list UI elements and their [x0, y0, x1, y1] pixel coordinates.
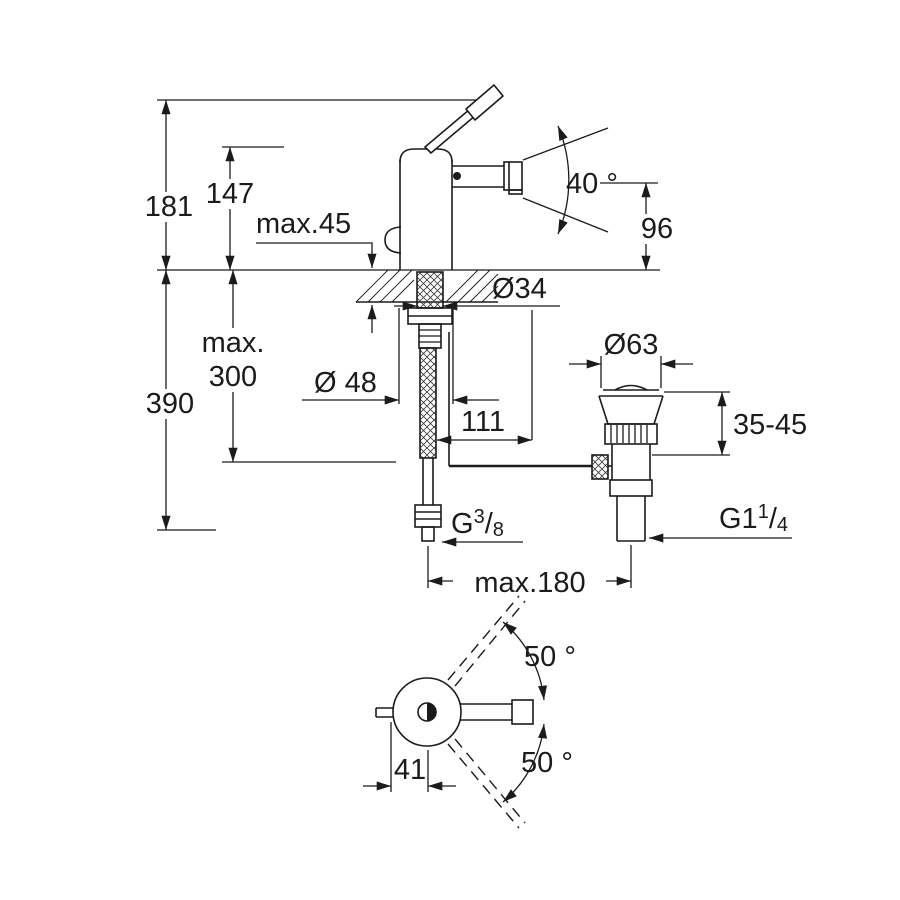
body-diameter-label: Ø 48 — [314, 367, 377, 399]
max-deck-label: max.45 — [256, 208, 351, 240]
dim-max-deck-thickness: max.45 — [256, 208, 377, 333]
max-hose-label-line2: 300 — [209, 361, 257, 393]
label-backdrop — [206, 179, 254, 209]
dim-drain-height-range: 35-45 — [652, 391, 807, 456]
dim-spout-reach: 111 — [437, 406, 532, 445]
total-depth-label: 390 — [146, 388, 194, 420]
drain-height-range-label: 35-45 — [733, 409, 807, 441]
spout-reach-label: 111 — [461, 406, 505, 438]
body-plan-circle — [392, 677, 462, 747]
label-backdrop — [145, 192, 193, 222]
swivel-angle-label: 40 ° — [566, 168, 618, 200]
drain-thread-label: G11/4 — [719, 501, 788, 536]
dim-body-diameter: Ø 48 — [302, 308, 499, 405]
label-backdrop — [633, 214, 679, 244]
faucet-side-view — [384, 84, 523, 270]
dim-handle-swing-lower: 50 ° — [502, 723, 573, 803]
drain-plug-cap — [614, 384, 648, 391]
drain-assembly — [591, 384, 664, 542]
body-top-cap — [399, 148, 453, 163]
bottom-view — [375, 595, 534, 829]
spout-height-label: 96 — [641, 213, 673, 245]
dim-total-depth: 390 — [146, 270, 194, 530]
handle-swing-lower-label: 50 ° — [521, 747, 573, 779]
handle-offset-label: 41 — [394, 754, 426, 786]
supply-hose — [419, 347, 437, 459]
dim-drain-flange-diameter: Ø63 — [569, 329, 693, 388]
drain-knurled-nut — [604, 423, 658, 445]
rod-connector-block — [591, 454, 609, 480]
popup-knob — [384, 226, 402, 254]
dim-handle-offset: 41 — [363, 722, 456, 792]
dim-handle-swing-upper: 50 ° — [502, 621, 576, 701]
dim-supply-thread: G3/8 — [442, 506, 523, 547]
handle-paddle — [465, 84, 504, 121]
shank-diameter-label: Ø34 — [492, 273, 547, 305]
dim-max-hose-depth: max. 300 — [202, 270, 265, 462]
supply-fitting — [414, 504, 442, 528]
label-backdrop — [202, 328, 264, 392]
max-spread-label: max.180 — [474, 567, 585, 599]
dim-total-height: 181 — [145, 100, 193, 270]
aerator — [503, 161, 523, 191]
handle-swing-upper-label: 50 ° — [524, 641, 576, 673]
supply-thread-label: G3/8 — [451, 506, 504, 541]
handle-grip-plan — [511, 699, 534, 725]
dim-shank-diameter: Ø34 — [394, 273, 560, 440]
shank-assembly — [407, 271, 592, 542]
total-height-label: 181 — [145, 191, 193, 223]
drain-flange-diameter-label: Ø63 — [604, 329, 659, 361]
dim-body-height: 147 — [206, 146, 284, 270]
drain-coupling — [609, 479, 653, 497]
max-hose-label-line1: max. — [202, 327, 265, 359]
reference-lines — [157, 99, 660, 531]
dim-max-spread: max.180 — [427, 545, 632, 599]
shank-braided — [416, 271, 444, 309]
body-height-label: 147 — [206, 178, 254, 210]
dim-spout-height: 96 — [600, 182, 679, 270]
label-backdrop — [146, 389, 194, 419]
dim-drain-thread: G11/4 — [649, 501, 792, 543]
spout-joint — [453, 172, 461, 180]
dim-swivel-angle: 40 ° — [522, 125, 618, 235]
